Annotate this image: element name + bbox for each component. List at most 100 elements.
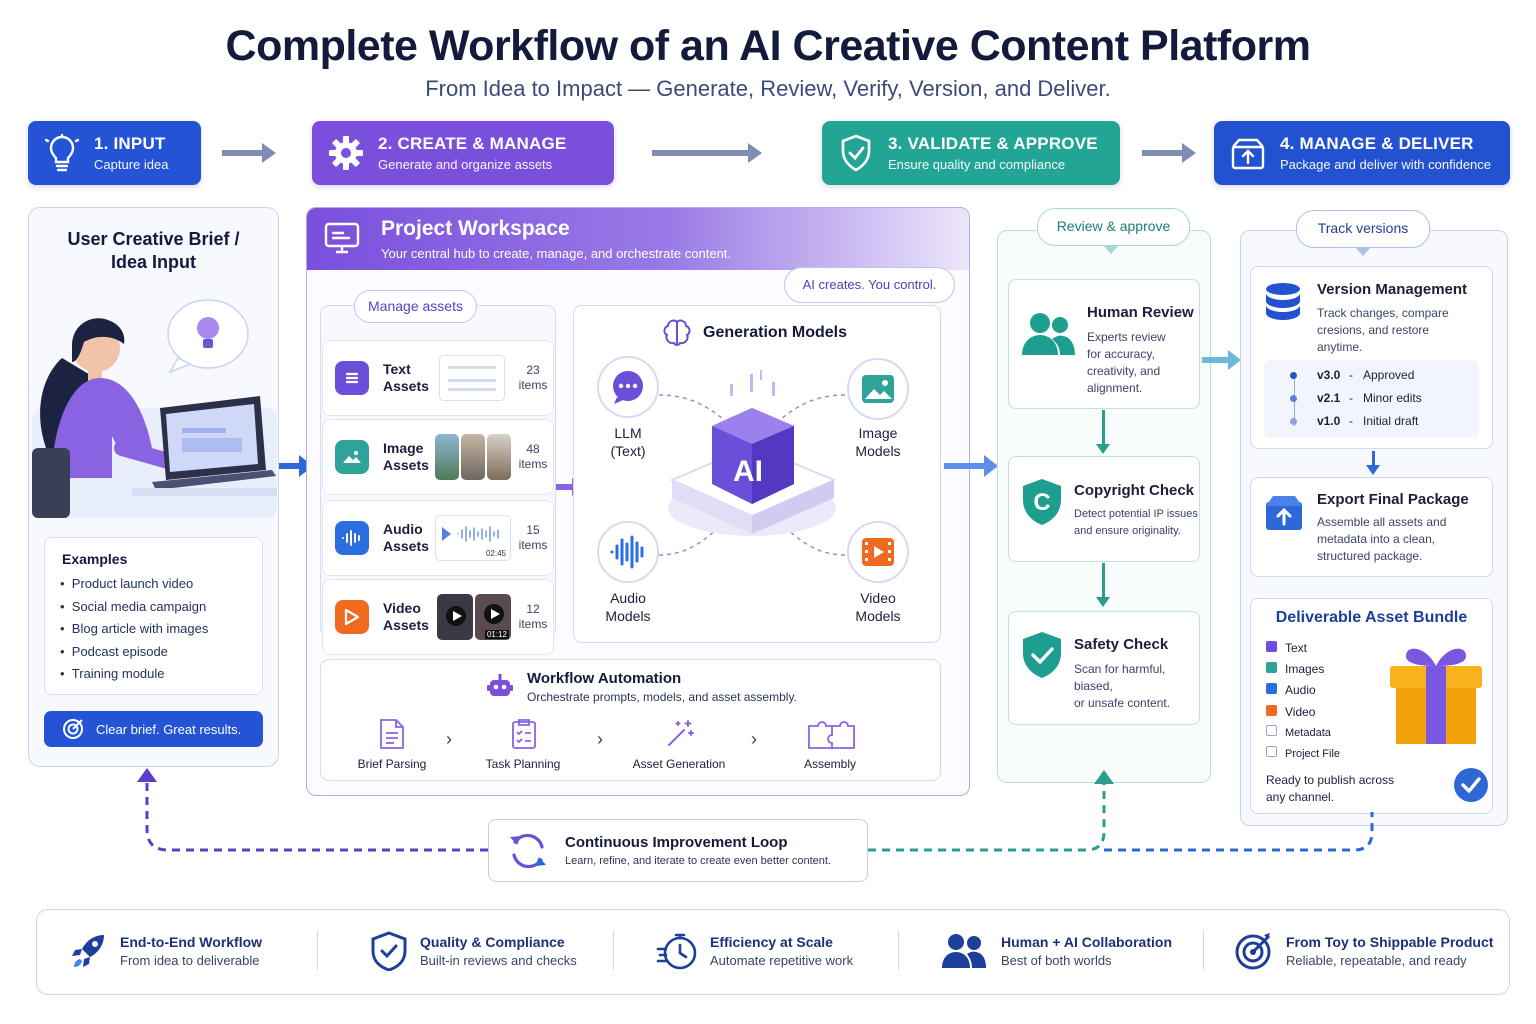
flow-arrow (279, 455, 313, 477)
version-row[interactable]: v2.1-Minor edits (1290, 391, 1422, 405)
improvement-loop-card (488, 819, 868, 882)
workspace-header (307, 208, 969, 270)
video-duration: 01:12 (484, 630, 509, 639)
automation-desc: Orchestrate prompts, models, and asset a… (527, 690, 797, 704)
list-item: • Blog article with images (60, 621, 209, 636)
flow-arrow-down (1096, 563, 1110, 607)
shield-check-icon (1020, 630, 1064, 685)
page-title: Complete Workflow of an AI Creative Cont… (225, 22, 1311, 70)
examples-box (44, 537, 263, 695)
image-icon (862, 375, 894, 403)
document-icon (335, 361, 369, 395)
video-thumbnail (437, 594, 473, 640)
divider (613, 930, 614, 970)
audio-duration: 02:45 (485, 549, 506, 558)
image-thumbnail (435, 434, 459, 480)
model-audio[interactable] (597, 521, 659, 583)
refresh-icon (506, 829, 550, 878)
ai-control-pill: AI creates. You control. (784, 267, 955, 303)
gear-icon (326, 133, 366, 173)
chevron-right-icon: › (751, 729, 757, 749)
stage-desc: Ensure quality and compliance (888, 157, 1066, 172)
chat-icon (613, 371, 643, 404)
user-illustration (32, 298, 277, 518)
model-llm[interactable] (597, 356, 659, 418)
version-management-title: Version Management (1317, 281, 1468, 298)
divider (317, 930, 318, 970)
shield-check-icon (836, 133, 876, 173)
magic-wand-icon (664, 718, 696, 755)
stopwatch-icon (656, 933, 697, 970)
list-item: Video (1266, 702, 1340, 723)
divider (1203, 930, 1204, 970)
list-item: Images (1266, 659, 1340, 680)
version-row[interactable]: v3.0-Approved (1290, 368, 1414, 382)
stage-title: 2. CREATE & MANAGE (378, 134, 567, 153)
list-item: • Training module (60, 666, 165, 681)
version-dot (1290, 371, 1297, 379)
export-box-icon (1264, 492, 1304, 537)
document-icon (377, 718, 407, 755)
model-label: LLM(Text) (610, 425, 646, 459)
pill-pointer (1356, 248, 1370, 256)
brief-cta-label: Clear brief. Great results. (96, 721, 242, 737)
chevron-right-icon: › (446, 729, 452, 749)
ai-core-illustration (664, 370, 844, 550)
copyright-shield-icon: C (1020, 477, 1064, 532)
version-dot (1290, 394, 1297, 402)
model-image[interactable] (847, 358, 909, 420)
audio-preview-thumbnail: 02:45 (435, 515, 511, 561)
workflow-step: Brief Parsing (357, 757, 427, 771)
play-icon (335, 600, 369, 634)
flow-arrow (1142, 143, 1196, 163)
version-row[interactable]: v1.0-Initial draft (1290, 414, 1418, 428)
users-icon (942, 934, 986, 968)
model-video[interactable] (847, 521, 909, 583)
stage-desc: Package and deliver with confidence (1280, 157, 1492, 172)
track-versions-pill: Track versions (1296, 210, 1430, 248)
flow-arrow-down (1366, 451, 1380, 475)
loop-title: Continuous Improvement Loop (565, 834, 788, 851)
loop-desc: Learn, refine, and iterate to create eve… (565, 855, 832, 867)
version-list (1264, 360, 1479, 438)
package-icon (1228, 133, 1268, 173)
shield-check-icon (371, 931, 407, 971)
workspace-desc: Your central hub to create, manage, and … (381, 246, 732, 261)
brief-cta-button[interactable]: Clear brief. Great results. (44, 711, 263, 747)
automation-title: Workflow Automation (527, 670, 682, 687)
lightbulb-icon (42, 133, 82, 173)
list-item: Metadata (1266, 723, 1340, 744)
audio-wave-icon (610, 535, 644, 569)
input-title-line1: User Creative Brief / (67, 229, 240, 249)
pill-pointer (1104, 246, 1118, 254)
check-circle-icon (1453, 767, 1489, 808)
flow-arrow-down (1096, 410, 1110, 454)
bundle-title: Deliverable Asset Bundle (1275, 609, 1468, 626)
audio-wave-icon (335, 521, 369, 555)
stage-desc: Capture idea (94, 157, 169, 172)
users-icon (1020, 311, 1076, 362)
copyright-check-title: Copyright Check (1074, 482, 1195, 499)
monitor-icon (322, 218, 362, 263)
generation-models-title: Generation Models (703, 324, 848, 341)
